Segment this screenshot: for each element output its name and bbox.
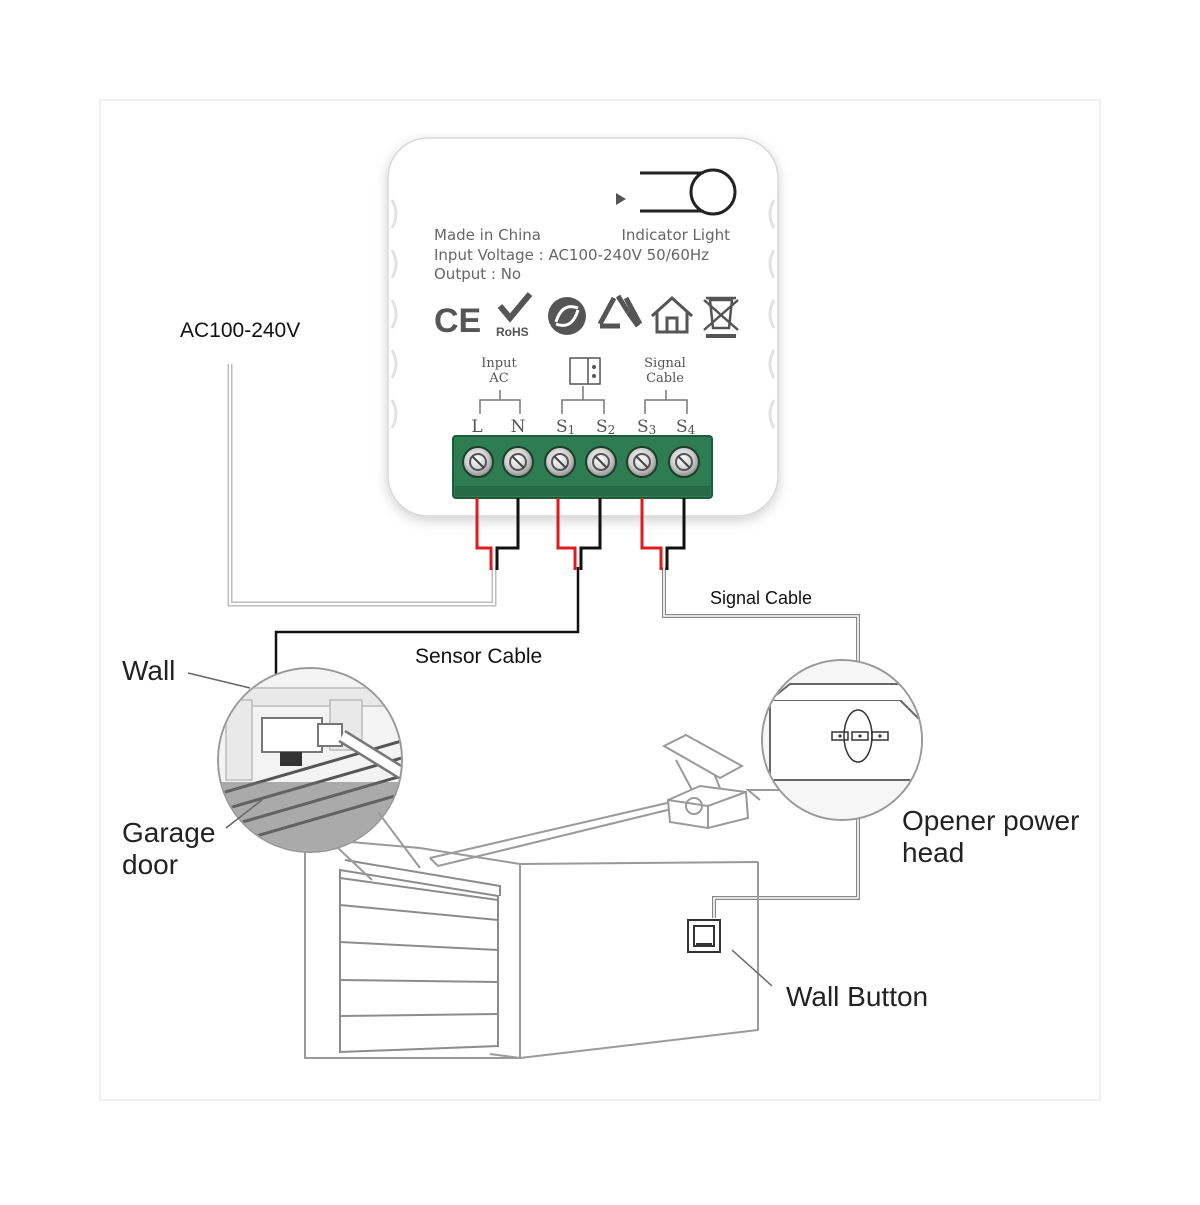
opener-terminal-detail [745,659,923,821]
weee-bin-icon [703,296,739,338]
ac-voltage-label: AC100-240V [180,319,300,342]
terminal-screw [668,446,700,478]
green-dot-icon [548,297,586,335]
terminal-s1-label: S1 [556,417,575,437]
leader-lines [187,672,773,987]
terminal-screw [544,446,576,478]
ce-mark: CE [434,302,481,340]
sensor-cable-wire [274,567,580,712]
wall-label: Wall [122,655,175,686]
sensor-cable-label: Sensor Cable [415,645,542,668]
vent-notches [390,199,776,429]
terminal-screw [585,446,617,478]
wire-pair-input [475,498,520,570]
module-body [387,137,779,517]
wall-sensor-detail [217,667,421,881]
garage-door-label-2: door [122,849,178,880]
garage-door-label-1: Garage [122,817,215,848]
opener-label-1: Opener power [902,805,1079,836]
recycle-icon [597,294,643,329]
input-voltage-text: Input Voltage : AC100-240V 50/60Hz [434,246,709,264]
output-text: Output : No [434,265,521,283]
connector-highlight [843,709,873,763]
group-input-label-2: AC [488,371,508,386]
terminal-screw [626,446,658,478]
garage-right-wall [519,862,759,1059]
wall-button-label: Wall Button [786,981,928,1012]
garage-left-wall [304,838,520,1059]
group-input-label-1: Input [481,356,517,371]
terminal-n-label: N [511,417,526,437]
garage-scene [304,733,759,1060]
made-in-text: Made in China [434,226,541,244]
terminal-screws [462,446,700,478]
wall-button-icon [687,919,721,953]
rohs-text: RoHS [496,325,529,339]
terminal-screw [462,446,494,478]
terminal-l-label: L [471,417,482,437]
terminal-screw [502,446,534,478]
frame [99,99,1101,1101]
rohs-icon: RoHS [496,292,533,339]
group-signal-label-2: Cable [646,371,684,386]
smart-switch-module: Made in China Indicator Light Input Volt… [387,137,779,517]
indicator-light-text: Indicator Light [622,226,731,244]
wire-pair-signal [640,498,686,570]
group-signal-label-1: Signal [644,356,686,371]
terminal-brackets [479,386,688,414]
terminal-s2-label: S2 [596,417,615,437]
terminal-s3-label: S3 [637,417,656,437]
certification-marks: CE RoHS [434,292,739,340]
wire-pair-sensor [556,498,602,570]
home-icon [650,295,694,334]
signal-cable-label: Signal Cable [710,588,812,608]
sensor-switch-icon [569,357,601,385]
terminal-s4-label: S4 [676,417,696,437]
indicator-light-icon [616,168,737,216]
garage-door-panels [339,859,501,1054]
opener-label-2: head [902,837,964,868]
opener-rail [429,799,681,859]
opener-head [661,733,750,830]
terminal-names: L N S1 S2 S3 S4 [471,417,695,437]
